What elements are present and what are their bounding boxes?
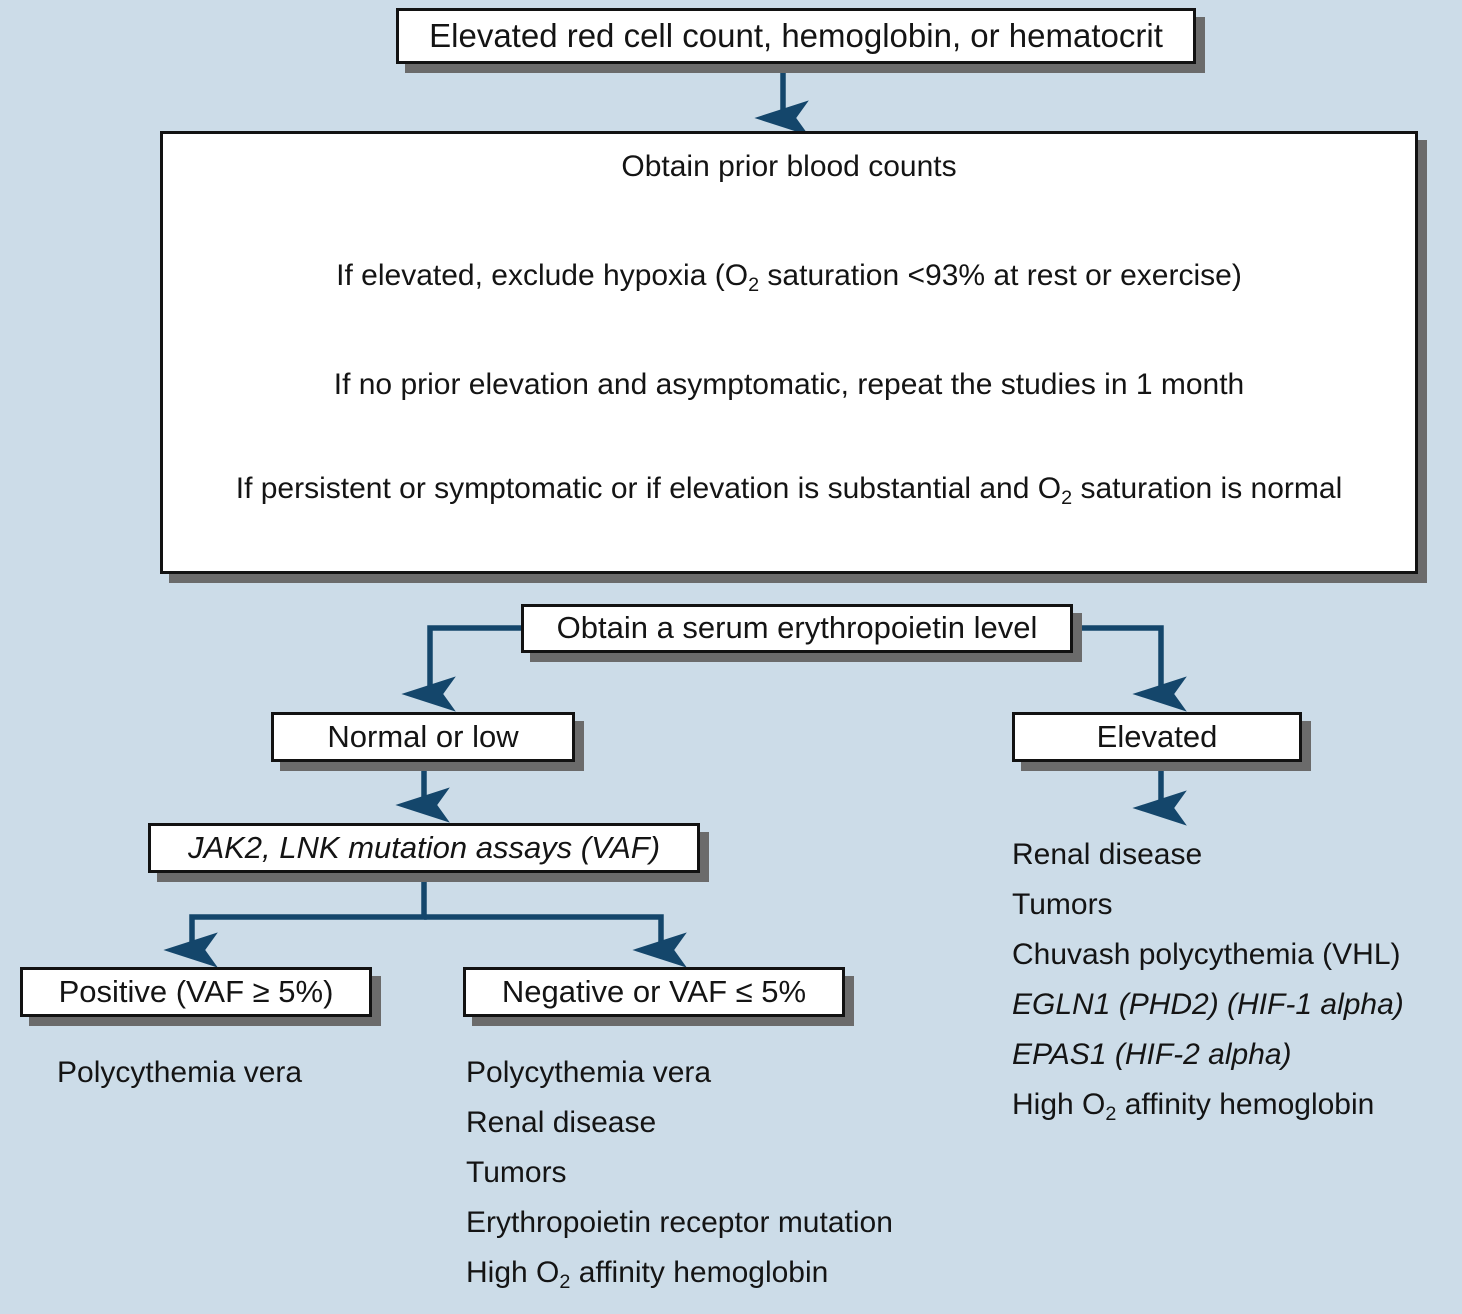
node-result-negative-label: Negative or VAF ≤ 5%	[501, 973, 807, 1009]
workup-step-4: If persistent or symptomatic or if eleva…	[235, 472, 1343, 509]
node-serum-epo-level[interactable]: Obtain a serum erythropoietin level	[521, 604, 1073, 653]
node-result-positive-label: Positive (VAF ≥ 5%)	[58, 973, 334, 1009]
workup-step-1: Obtain prior blood counts	[621, 150, 957, 183]
list-item: Tumors	[466, 1156, 567, 1189]
list-item: Chuvash polycythemia (VHL)	[1012, 938, 1401, 971]
node-elevated-epo-label: Elevated	[1096, 718, 1218, 754]
workup-step-3: If no prior elevation and asymptomatic, …	[333, 368, 1245, 401]
node-serum-epo-level-label: Obtain a serum erythropoietin level	[556, 610, 1038, 646]
list-item: Polycythemia vera	[466, 1056, 712, 1089]
node-elevated-counts[interactable]: Elevated red cell count, hemoglobin, or …	[396, 8, 1196, 64]
outcome-list-positive: Polycythemia vera	[57, 1058, 302, 1108]
node-elevated-counts-label: Elevated red cell count, hemoglobin, or …	[429, 16, 1163, 54]
workup-step-2: If elevated, exclude hypoxia (O2 saturat…	[336, 259, 1242, 296]
list-item: Tumors	[1012, 888, 1113, 921]
list-item: EPAS1 (HIF-2 alpha)	[1012, 1038, 1292, 1071]
node-jak2-lnk-assay-label: JAK2, LNK mutation assays (VAF)	[187, 829, 661, 865]
outcome-list-elevated: Renal disease Tumors Chuvash polycythemi…	[1012, 840, 1404, 1140]
list-item: Renal disease	[466, 1106, 657, 1139]
node-result-negative[interactable]: Negative or VAF ≤ 5%	[463, 967, 845, 1017]
workup-panel: Obtain prior blood counts If elevated, e…	[160, 131, 1418, 574]
node-result-positive[interactable]: Positive (VAF ≥ 5%)	[20, 967, 372, 1017]
list-item: High O2 affinity hemoglobin	[466, 1256, 829, 1293]
list-item: Polycythemia vera	[57, 1056, 303, 1089]
list-item: EGLN1 (PHD2) (HIF-1 alpha)	[1012, 988, 1404, 1021]
node-normal-or-low-label: Normal or low	[327, 718, 519, 754]
node-elevated-epo[interactable]: Elevated	[1012, 712, 1302, 762]
node-normal-or-low[interactable]: Normal or low	[271, 712, 575, 762]
list-item: High O2 affinity hemoglobin	[1012, 1088, 1375, 1125]
node-jak2-lnk-assay[interactable]: JAK2, LNK mutation assays (VAF)	[148, 823, 700, 873]
list-item: Erythropoietin receptor mutation	[466, 1206, 893, 1239]
list-item: Renal disease	[1012, 838, 1203, 871]
outcome-list-negative: Polycythemia vera Renal disease Tumors E…	[466, 1058, 893, 1308]
